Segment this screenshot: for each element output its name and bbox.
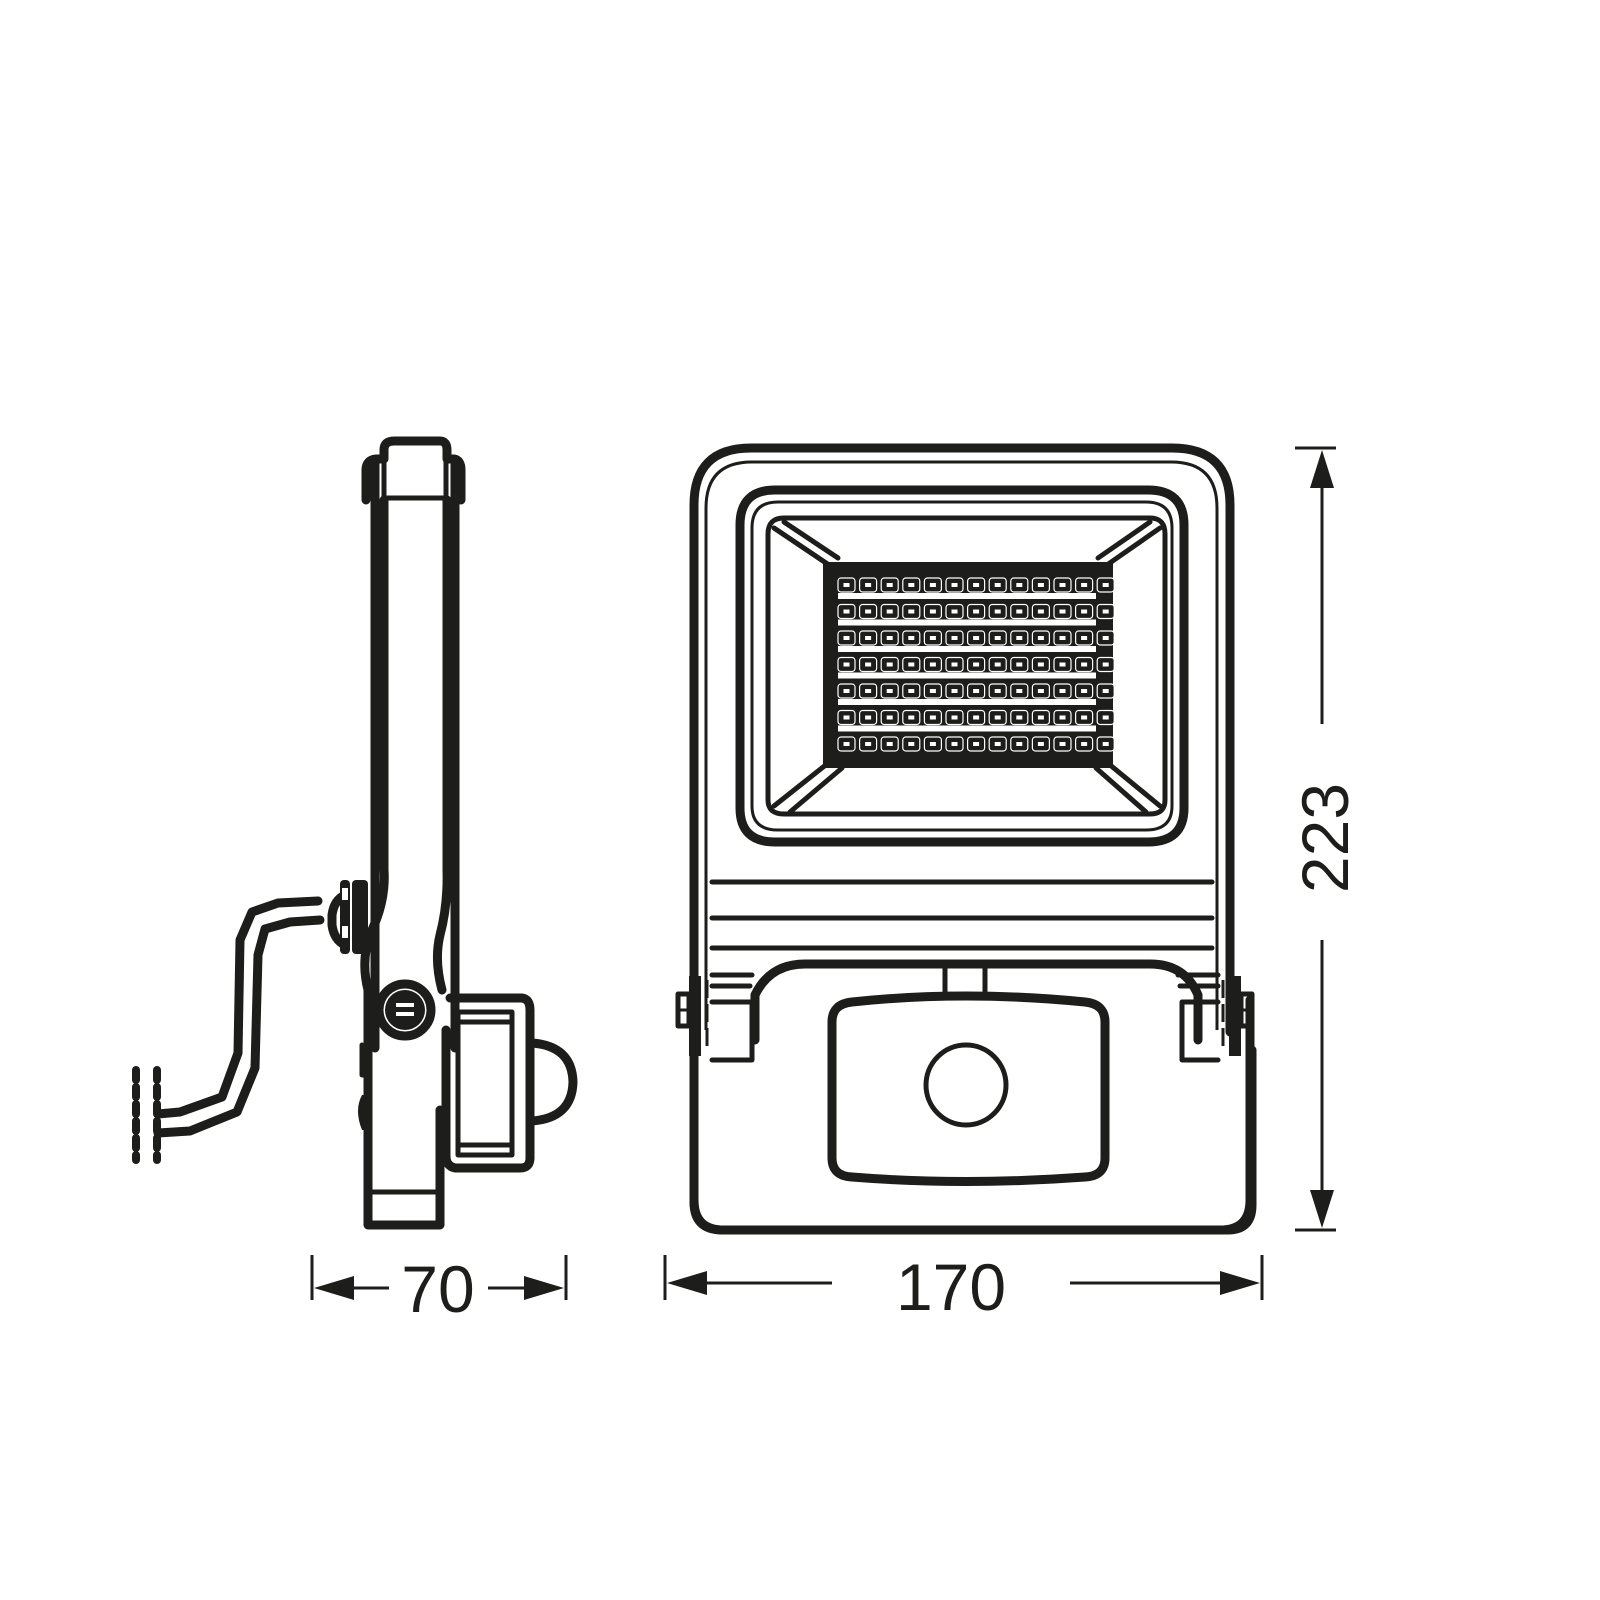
- led-array: [823, 562, 1115, 768]
- width-label: 170: [896, 1250, 1006, 1324]
- sensor-window: [827, 991, 1110, 1186]
- arrow-right-icon: [524, 1276, 564, 1300]
- arrow-up-icon: [1310, 450, 1334, 488]
- height-label: 223: [1288, 783, 1362, 893]
- dimension-depth: 70: [310, 1252, 568, 1326]
- arrow-left-icon: [667, 1271, 707, 1295]
- arrow-right-icon: [1220, 1271, 1260, 1295]
- cable-gland: [327, 880, 368, 954]
- arrow-left-icon: [314, 1276, 354, 1300]
- sensor-block-side: [441, 993, 578, 1173]
- bracket-hinge-right: [1175, 972, 1255, 1063]
- dimension-width: 170: [663, 1250, 1264, 1324]
- depth-label: 70: [401, 1252, 474, 1326]
- front-view: [675, 443, 1257, 1235]
- dimension-height: 223: [1288, 446, 1362, 1232]
- side-view: [132, 436, 578, 1230]
- bracket-hinge-left: [675, 972, 755, 1063]
- pivot-bolt-icon: [374, 979, 436, 1041]
- arrow-down-icon: [1310, 1190, 1334, 1228]
- pir-lens-icon: [923, 1042, 1009, 1128]
- power-cable: [153, 896, 325, 1138]
